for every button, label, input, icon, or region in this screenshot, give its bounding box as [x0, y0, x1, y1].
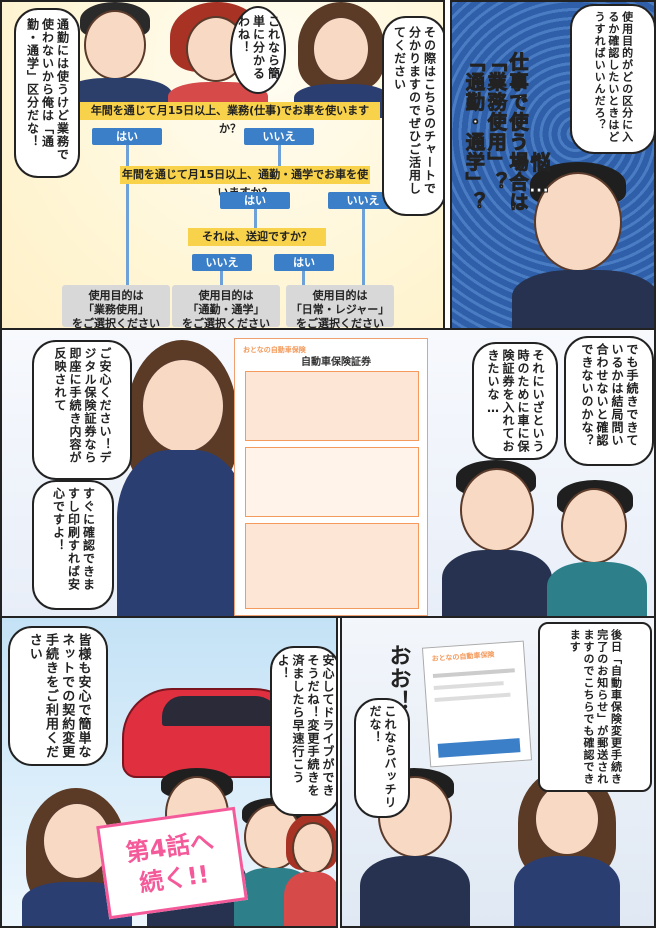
thought-text: 仕事で使う場合は「業務使用」？「通勤・通学」？	[462, 52, 529, 213]
flow-yes-2: はい	[220, 192, 290, 209]
flow-question-1: 年間を通じて月15日以上、業務(仕事)でお車を使いますか？	[80, 102, 380, 135]
flow-result-leisure: 使用目的は 「日常・レジャー」 をご選択ください	[286, 285, 394, 328]
flow-line-2	[278, 145, 281, 167]
character-woman-right	[292, 2, 392, 118]
notice-document: おとなの自動車保険	[421, 640, 533, 768]
sfx-worry: 悩…	[527, 152, 552, 199]
speech-bubble-man-1: でも手続きできているかは結局問い合わせないと確認できないのかな？	[564, 336, 654, 466]
flow-question-3: それは、送迎ですか？	[188, 228, 326, 246]
flow-line-5	[220, 271, 223, 285]
panel-4: おとなの自動車保険 おお！ これならバッチリだな！ 後日「自動車保険変更手続き完…	[340, 616, 656, 928]
speech-bubble-man: 安心してドライブができそうだね！変更手続きを済ましたら早速行こうよ！	[270, 646, 336, 816]
character-man-thinking	[512, 162, 654, 328]
character-woman-red	[284, 814, 336, 926]
character-man-right	[442, 460, 552, 616]
car-window	[162, 696, 282, 726]
panel-1-right: 仕事で使う場合は「業務使用」？「通勤・通学」？ 悩… 使用目的がどの区分に入るか…	[450, 0, 656, 330]
flow-no-3: いいえ	[192, 254, 252, 271]
speech-bubble-man-2: それにいざという時のために車に保険証券を入れておきたいな…	[472, 342, 558, 460]
character-woman-advisor	[117, 340, 247, 616]
speech-bubble-man-reading: これならバッチリだな！	[354, 698, 410, 818]
panel-3: 第4話へ 続く!! 皆様も安心で簡単なネットでの契約変更手続きをご利用ください …	[0, 616, 338, 928]
doc-orange-block-3	[245, 523, 419, 609]
flow-line-3	[254, 209, 257, 229]
panel-1: 年間を通じて月15日以上、業務(仕事)でお車を使いますか？ はい いいえ 年間を…	[0, 0, 445, 330]
flow-result-commute: 使用目的は 「通勤・通学」 をご選択ください	[172, 285, 280, 328]
flow-no-2: いいえ	[328, 192, 398, 209]
flow-line-4	[362, 209, 365, 285]
doc-orange-block-2	[245, 447, 419, 517]
speech-bubble-woman-1: ご安心ください！デジタル保険証券なら即座に手続き内容が反映されて	[32, 340, 132, 480]
speech-bubble-woman-right: その際はこちらのチャートで分かりますのでぜひご活用してください	[382, 16, 443, 216]
panel-2: おとなの自動車保険 自動車保険証券 ご安心ください！デジタル保険証券なら即座に手…	[0, 328, 656, 618]
next-episode-banner: 第4話へ 続く!!	[96, 806, 248, 920]
character-boy-right	[547, 480, 647, 616]
doc-title: 自動車保険証券	[301, 357, 371, 368]
doc-brand: おとなの自動車保険	[243, 346, 306, 354]
flow-no-1: いいえ	[244, 128, 314, 145]
speech-bubble-woman: 皆様も安心で簡単なネットでの契約変更手続きをご利用ください	[8, 626, 108, 766]
flow-line-6	[302, 271, 305, 285]
speech-bubble-woman-center: これなら簡単に分かるわね！	[230, 6, 286, 94]
character-woman-advisor-2	[512, 768, 622, 926]
narration-box: 後日「自動車保険変更手続き完了のお知らせ」が郵送されますのでこちらでも確認できま…	[538, 622, 652, 792]
doc-orange-block	[245, 371, 419, 441]
flow-question-2: 年間を通じて月15日以上、通勤・通学でお車を使いますか？	[120, 166, 370, 199]
flow-line-1	[126, 145, 129, 285]
flow-result-business: 使用目的は 「業務使用」 をご選択ください	[62, 285, 170, 328]
speech-bubble-man-thinking: 使用目的がどの区分に入るか確認したいときはどうすればいいんだろ？	[570, 4, 654, 154]
flow-yes-3: はい	[274, 254, 334, 271]
flow-yes-1: はい	[92, 128, 162, 145]
insurance-document: おとなの自動車保険 自動車保険証券	[234, 338, 428, 616]
speech-bubble-man-left: 通勤には使うけど業務で使わないから俺は「通勤・通学」区分だな！	[14, 8, 80, 178]
speech-bubble-woman-2: すぐに確認できますし印刷すれば安心ですよ！	[32, 480, 114, 610]
